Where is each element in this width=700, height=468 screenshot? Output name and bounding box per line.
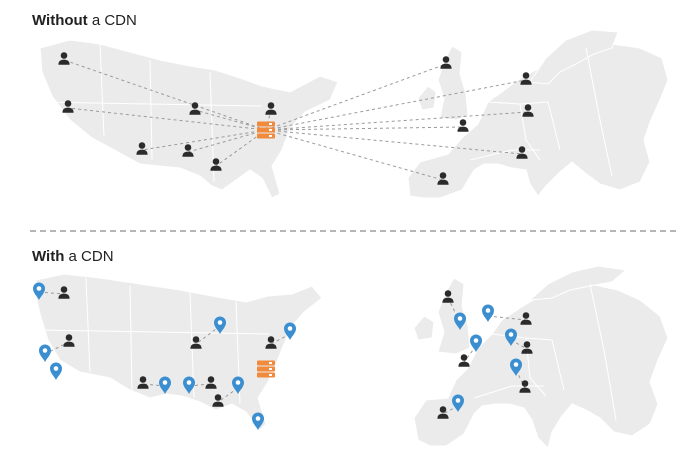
great-britain-landmass: [437, 45, 469, 121]
ireland-landmass: [413, 315, 435, 341]
connection-line: [142, 383, 166, 387]
connection-line: [187, 129, 267, 153]
map-pin-icon: [39, 344, 51, 362]
connection-line: [195, 325, 221, 345]
section-title-with-cdn: With a CDN: [32, 248, 114, 265]
connection-line: [447, 297, 461, 323]
connection-line: [487, 315, 527, 321]
connection-line: [188, 383, 212, 387]
scandinavia-landmass: [528, 265, 628, 301]
connection-line: [44, 341, 70, 355]
map-pin-icon: [50, 362, 62, 380]
section-title-without-cdn: Without a CDN: [32, 12, 137, 29]
connection-line: [265, 126, 464, 131]
connection-line: [141, 129, 267, 151]
scandinavia-landmass: [529, 29, 619, 85]
connection-line: [265, 111, 529, 131]
borders: [39, 43, 613, 183]
server-icon: [257, 121, 275, 139]
title-emphasis: With: [32, 248, 65, 265]
connection-line: [194, 109, 267, 131]
ireland-landmass: [417, 85, 437, 111]
connection-line: [38, 291, 65, 295]
title-rest: a CDN: [87, 12, 137, 29]
connection-line: [265, 79, 527, 131]
title-emphasis: Without: [32, 12, 88, 29]
europe-landmass: [413, 283, 669, 449]
connection-line: [265, 63, 447, 131]
server-icon: [257, 360, 275, 378]
connection-line: [217, 387, 239, 403]
great-britain-landmass: [437, 277, 471, 355]
usa-landmass: [35, 273, 323, 431]
connection-line: [215, 129, 267, 167]
map-pin-icon: [482, 304, 494, 322]
connection-line: [265, 129, 523, 155]
north-america-landmass: [39, 39, 339, 199]
connection-line: [265, 129, 444, 181]
title-rest: a CDN: [64, 248, 114, 265]
user-icon: [457, 119, 469, 132]
